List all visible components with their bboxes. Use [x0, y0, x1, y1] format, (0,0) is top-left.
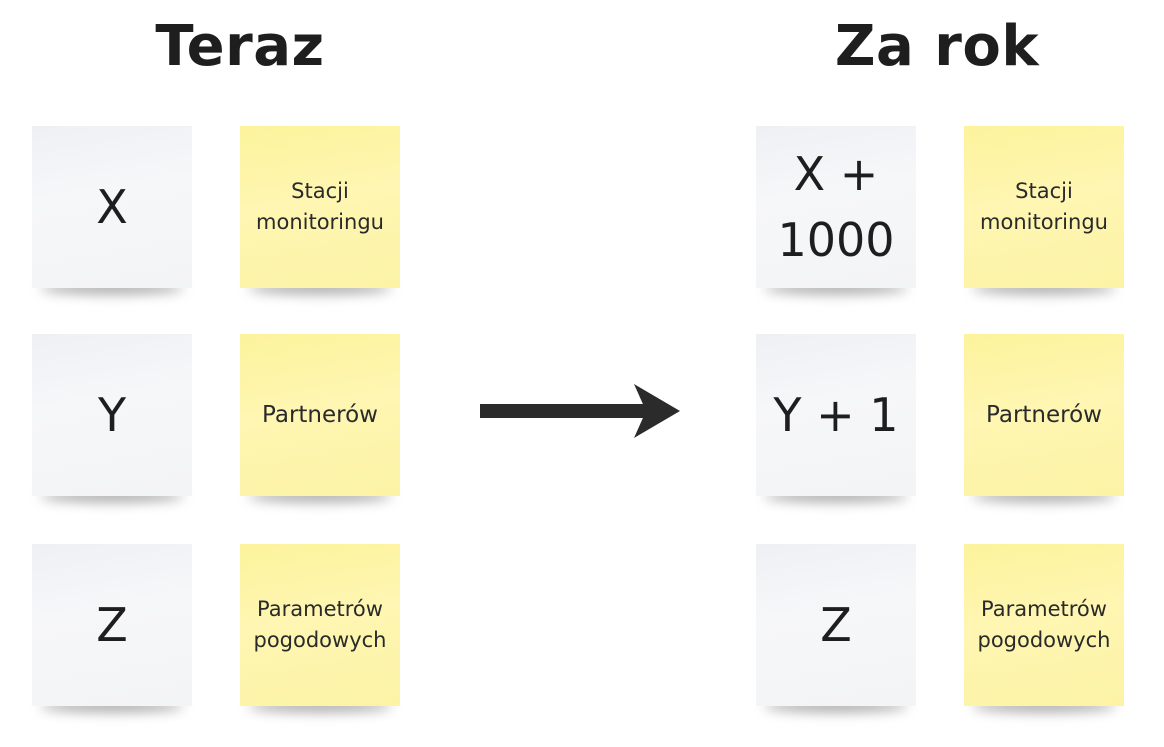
sticky-note-label[interactable]: Stacji monitoringu — [964, 126, 1124, 288]
note-text: Partnerów — [986, 401, 1102, 428]
note-text: Parametrów pogodowych — [977, 597, 1111, 652]
sticky-note-value[interactable]: X + 1000 — [756, 126, 916, 288]
note-text: Parametrów pogodowych — [253, 597, 387, 652]
arrow-right-icon — [480, 384, 680, 438]
note-text: Y + 1 — [773, 388, 899, 442]
sticky-note-label[interactable]: Stacji monitoringu — [240, 126, 400, 288]
sticky-note-value[interactable]: X — [32, 126, 192, 288]
note-text: X — [96, 180, 128, 234]
note-text: X + 1000 — [777, 147, 895, 267]
heading-now: Teraz — [155, 14, 325, 79]
sticky-note-value[interactable]: Y — [32, 334, 192, 496]
sticky-note-label[interactable]: Partnerów — [240, 334, 400, 496]
sticky-note-label[interactable]: Partnerów — [964, 334, 1124, 496]
note-text: Stacji monitoringu — [256, 179, 384, 234]
heading-next-year: Za rok — [834, 14, 1040, 79]
note-text: Z — [96, 598, 128, 652]
note-text: Y — [97, 388, 127, 442]
note-text: Stacji monitoringu — [980, 179, 1108, 234]
note-text: Partnerów — [262, 401, 378, 428]
sticky-note-label[interactable]: Parametrów pogodowych — [964, 544, 1124, 706]
arrow-head — [634, 384, 680, 438]
sticky-note-value[interactable]: Z — [32, 544, 192, 706]
note-text: Z — [820, 598, 852, 652]
sticky-note-value[interactable]: Y + 1 — [756, 334, 916, 496]
sticky-note-value[interactable]: Z — [756, 544, 916, 706]
sticky-note-label[interactable]: Parametrów pogodowych — [240, 544, 400, 706]
